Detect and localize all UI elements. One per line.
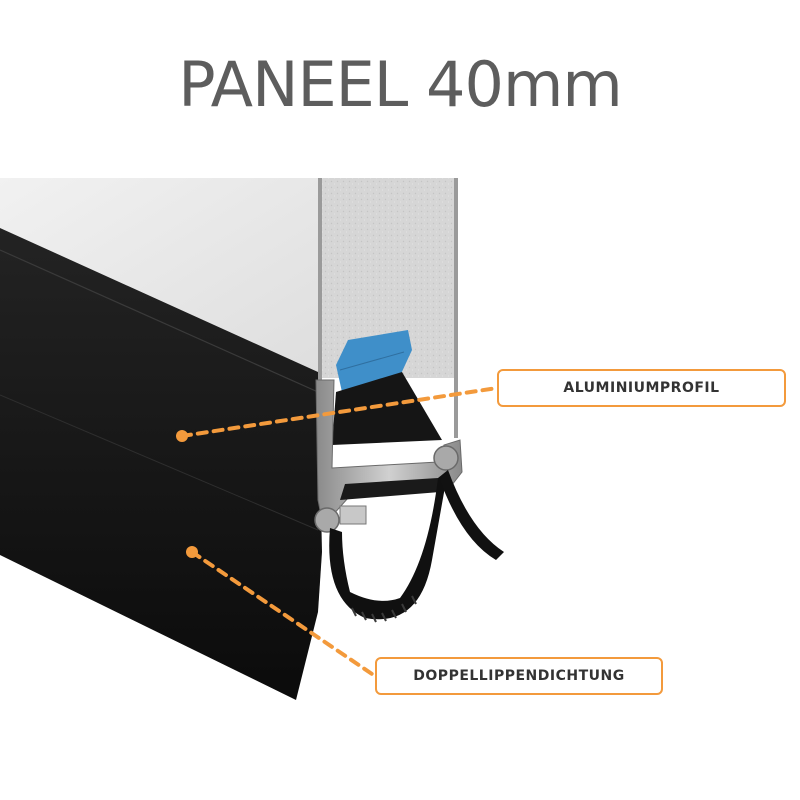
page-title: PANEEL 40mm — [178, 48, 623, 121]
panel-face — [0, 178, 318, 372]
bottom-rail — [0, 228, 322, 700]
leader-line-seal — [190, 550, 377, 678]
callout-doppellippendichtung: DOPPELLIPPENDICHTUNG — [375, 657, 663, 695]
seal-lip — [440, 470, 504, 560]
seal-bulb — [329, 470, 448, 620]
leader-line-aluminium — [180, 386, 499, 438]
marker-dot-aluminium — [176, 430, 188, 442]
callout-aluminiumprofil: ALUMINIUMPROFIL — [497, 369, 786, 407]
marker-dot-seal — [186, 546, 198, 558]
